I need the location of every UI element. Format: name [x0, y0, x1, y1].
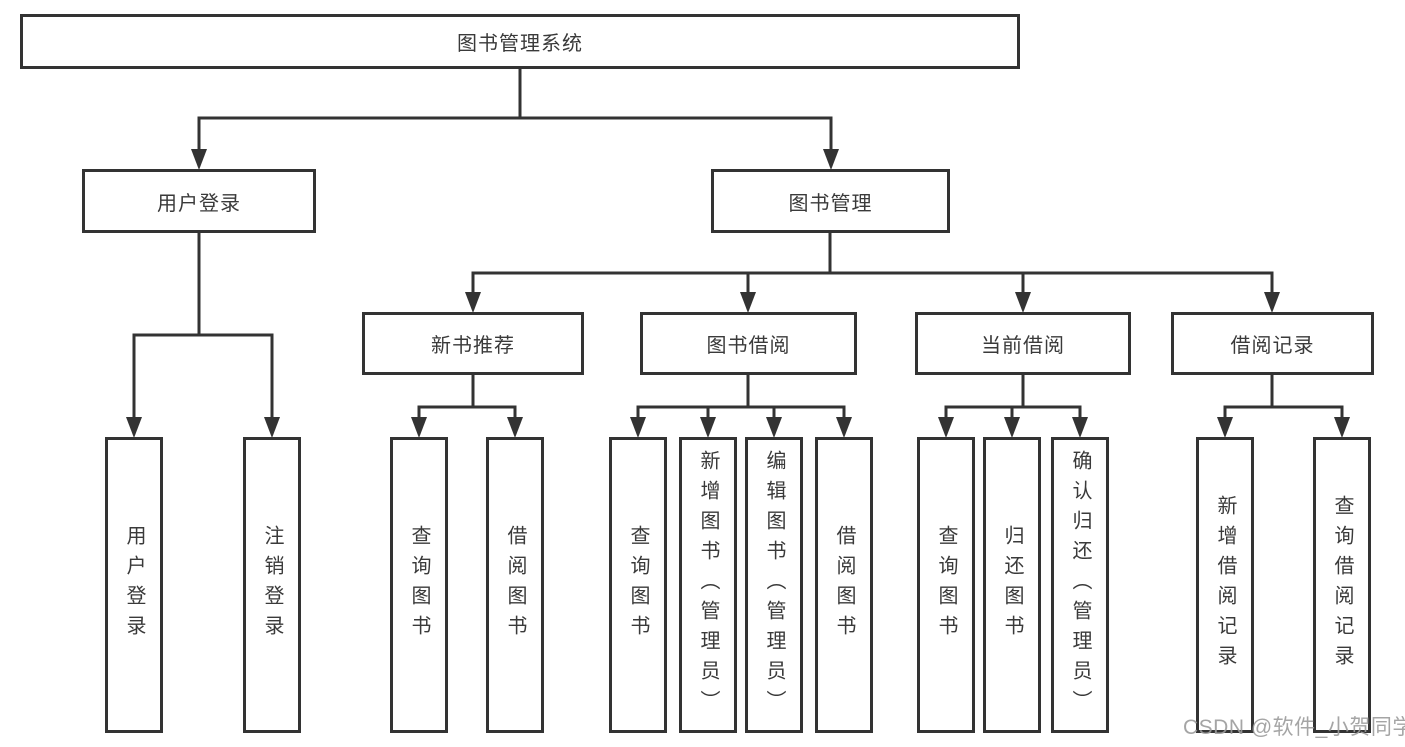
leaf-confirm-return-admin: 确认归还（管理员）: [1051, 437, 1109, 733]
arrow-down-icon: [1004, 417, 1020, 438]
leaf-query-borrow-record: 查询借阅记录: [1313, 437, 1371, 733]
arrow-down-icon: [1217, 417, 1233, 438]
arrow-down-icon: [411, 417, 427, 438]
arrow-down-icon: [823, 149, 839, 170]
arrow-down-icon: [740, 292, 756, 313]
leaf-logout: 注销登录: [243, 437, 301, 733]
leaf-borrow-books-recommend: 借阅图书: [486, 437, 544, 733]
arrow-down-icon: [465, 292, 481, 313]
arrow-down-icon: [938, 417, 954, 438]
leaf-user-login: 用户登录: [105, 437, 163, 733]
node-root-library-system: 图书管理系统: [20, 14, 1020, 69]
arrow-down-icon: [630, 417, 646, 438]
node-borrow-records: 借阅记录: [1171, 312, 1374, 375]
arrow-down-icon: [1015, 292, 1031, 313]
leaf-add-borrow-record: 新增借阅记录: [1196, 437, 1254, 733]
leaf-edit-books-admin: 编辑图书（管理员）: [745, 437, 803, 733]
arrow-down-icon: [766, 417, 782, 438]
leaf-query-books-borrow: 查询图书: [609, 437, 667, 733]
arrow-down-icon: [191, 149, 207, 170]
leaf-query-books-recommend: 查询图书: [390, 437, 448, 733]
node-user-login: 用户登录: [82, 169, 316, 233]
leaf-query-books-current: 查询图书: [917, 437, 975, 733]
arrow-down-icon: [700, 417, 716, 438]
node-current-borrow: 当前借阅: [915, 312, 1131, 375]
leaf-add-books-admin: 新增图书（管理员）: [679, 437, 737, 733]
arrow-down-icon: [264, 417, 280, 438]
arrow-down-icon: [126, 417, 142, 438]
leaf-return-books: 归还图书: [983, 437, 1041, 733]
arrow-down-icon: [1264, 292, 1280, 313]
node-book-management: 图书管理: [711, 169, 950, 233]
node-book-borrow: 图书借阅: [640, 312, 857, 375]
arrow-down-icon: [836, 417, 852, 438]
arrow-down-icon: [507, 417, 523, 438]
watermark: CSDN @软件_小贺同学: [1183, 716, 1405, 739]
node-new-book-recommend: 新书推荐: [362, 312, 584, 375]
leaf-borrow-books: 借阅图书: [815, 437, 873, 733]
arrow-down-icon: [1072, 417, 1088, 438]
arrow-down-icon: [1334, 417, 1350, 438]
